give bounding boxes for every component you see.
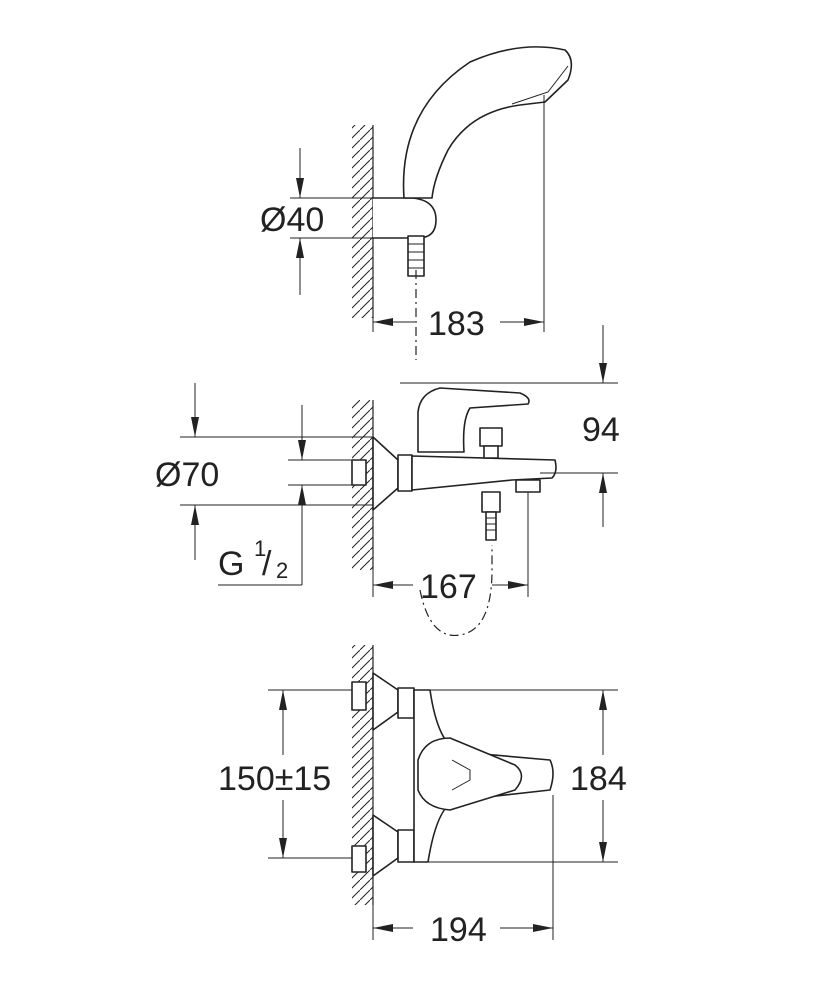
dim-body-height: 94 <box>582 411 620 449</box>
svg-text:1: 1 <box>254 536 266 561</box>
svg-text:G: G <box>218 545 244 583</box>
escutcheon <box>372 436 399 511</box>
escutcheon-top <box>372 672 399 731</box>
handshower <box>402 46 573 199</box>
shower-head-face <box>511 65 569 105</box>
wall-holder <box>373 197 437 239</box>
mixer-lever <box>417 387 530 453</box>
view-mixer-side: 94 Ø70 G 1 / 2 167 <box>155 325 620 637</box>
svg-text:/: / <box>262 545 272 583</box>
hose-ribs <box>408 243 424 269</box>
coupling-nut <box>397 454 413 492</box>
svg-text:2: 2 <box>276 558 288 583</box>
dim-spout-projection: 167 <box>420 568 477 606</box>
union-nut <box>351 459 367 486</box>
diverter-knob <box>479 427 503 447</box>
hose-connection <box>481 491 501 513</box>
dim-connection-thread: G 1 / 2 <box>218 536 288 583</box>
wall-hatch <box>352 125 373 318</box>
view-handshower: Ø40 183 <box>260 46 573 360</box>
spout-outlet <box>515 479 541 493</box>
dim-handshower-projection: 183 <box>428 305 485 343</box>
dim-handshower-diameter: Ø40 <box>260 201 324 239</box>
view-mixer-top: 150±15 184 194 <box>218 645 627 949</box>
dim-centers: 150±15 <box>218 760 331 798</box>
dim-body-width: 184 <box>570 760 627 798</box>
dim-escutcheon-diameter: Ø70 <box>155 456 219 494</box>
escutcheon-bottom <box>372 814 399 877</box>
dim-total-projection: 194 <box>430 911 487 949</box>
